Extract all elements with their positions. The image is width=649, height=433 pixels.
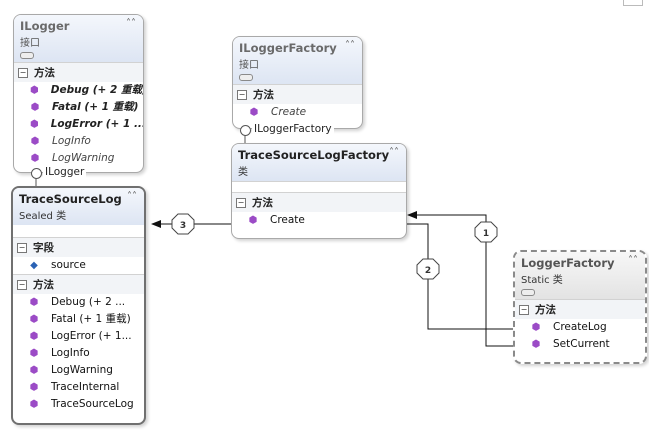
tracesourcelog-header: TraceSourceLog Sealed 类 ˄˄ bbox=[13, 188, 144, 225]
method-row[interactable]: ⬢LogInfo bbox=[29, 347, 90, 359]
loggerfactory-stereotype: Static 类 bbox=[521, 275, 563, 286]
private-method-icon: ⬢ bbox=[29, 382, 39, 393]
method-row[interactable]: ⬢TraceSourceLog bbox=[29, 398, 134, 410]
ilogger-stereotype: 接口 bbox=[20, 38, 40, 49]
ilogger-header: ILogger 接口 ˄˄ bbox=[14, 15, 143, 62]
tracesourcelog-title: TraceSourceLog bbox=[19, 192, 122, 206]
method-row[interactable]: ⬢TraceInternal bbox=[29, 381, 120, 393]
method-icon: ⬢ bbox=[30, 136, 40, 147]
method-icon: ⬢ bbox=[30, 85, 39, 96]
marker-1[interactable]: 1 bbox=[474, 221, 498, 243]
method-row[interactable]: ⬢Debug (+ 2 重载) bbox=[30, 84, 144, 96]
interface-glyph-icon bbox=[239, 74, 253, 81]
collapse-chevron-icon[interactable]: ˄˄ bbox=[628, 255, 638, 266]
svg-text:2: 2 bbox=[425, 266, 431, 276]
loggerfactory-header: LoggerFactory Static 类 ˄˄ bbox=[515, 252, 645, 299]
collapse-minus-icon[interactable]: − bbox=[17, 242, 27, 253]
method-row[interactable]: ⬢Fatal (+ 1 重载) bbox=[29, 313, 131, 325]
tracesourcelogfactory-header: TraceSourceLogFactory 类 ˄˄ bbox=[232, 144, 406, 181]
window-corner-button[interactable] bbox=[623, 0, 643, 6]
method-row[interactable]: ⬢CreateLog bbox=[531, 321, 607, 333]
collapse-minus-icon[interactable]: − bbox=[17, 279, 27, 290]
ilogger-title: ILogger bbox=[20, 19, 70, 33]
method-row[interactable]: ⬢Debug (+ 2 ... bbox=[29, 296, 126, 308]
marker-3[interactable]: 3 bbox=[171, 213, 195, 235]
tracesourcelog-methods-section[interactable]: −方法 bbox=[13, 274, 144, 294]
field-icon: ◆ bbox=[30, 260, 38, 271]
marker-2[interactable]: 2 bbox=[416, 258, 440, 280]
method-icon: ⬢ bbox=[29, 331, 39, 342]
tracesourcelogfactory-methods-section[interactable]: −方法 bbox=[232, 192, 406, 212]
iloggerfactory-stereotype: 接口 bbox=[239, 60, 259, 71]
iloggerfactory-title: ILoggerFactory bbox=[239, 41, 337, 55]
collapse-minus-icon[interactable]: − bbox=[236, 197, 246, 208]
method-icon: ⬢ bbox=[29, 365, 39, 376]
method-icon: ⬢ bbox=[30, 102, 40, 113]
loggerfactory-methods-section[interactable]: −方法 bbox=[515, 299, 645, 319]
method-row[interactable]: ⬢LogWarning bbox=[29, 364, 113, 376]
loggerfactory-box[interactable]: LoggerFactory Static 类 ˄˄ −方法 ⬢CreateLog… bbox=[513, 250, 647, 364]
method-icon: ⬢ bbox=[29, 399, 39, 410]
collapse-minus-icon[interactable]: − bbox=[237, 89, 247, 100]
method-row[interactable]: ⬢LogInfo bbox=[30, 135, 91, 147]
method-icon: ⬢ bbox=[29, 314, 39, 325]
svg-text:3: 3 bbox=[180, 221, 186, 231]
method-row[interactable]: ⬢Create bbox=[249, 106, 307, 118]
method-row[interactable]: ⬢SetCurrent bbox=[531, 338, 610, 350]
tracesourcelogfactory-stereotype: 类 bbox=[238, 167, 248, 178]
svg-text:1: 1 bbox=[483, 229, 489, 239]
collapse-chevron-icon[interactable]: ˄˄ bbox=[127, 191, 137, 202]
ilogger-lollipop-label: ILogger bbox=[43, 166, 87, 178]
iloggerfactory-lollipop-icon bbox=[240, 125, 251, 136]
static-glyph-icon bbox=[521, 289, 535, 296]
collapse-chevron-icon[interactable]: ˄˄ bbox=[126, 18, 136, 29]
tracesourcelog-stereotype: Sealed 类 bbox=[19, 211, 67, 222]
field-row[interactable]: ◆source bbox=[30, 259, 86, 271]
tracesourcelogfactory-title: TraceSourceLogFactory bbox=[238, 148, 390, 162]
method-row[interactable]: ⬢LogError (+ 1... bbox=[29, 330, 132, 342]
method-icon: ⬢ bbox=[30, 119, 39, 130]
collapse-minus-icon[interactable]: − bbox=[18, 67, 28, 78]
interface-glyph-icon bbox=[20, 52, 34, 59]
method-row[interactable]: ⬢Fatal (+ 1 重载) bbox=[30, 101, 139, 113]
ilogger-methods-section[interactable]: −方法 bbox=[14, 62, 143, 82]
method-icon: ⬢ bbox=[531, 339, 541, 350]
tracesourcelog-fields-section[interactable]: −字段 bbox=[13, 237, 144, 257]
collapse-chevron-icon[interactable]: ˄˄ bbox=[389, 147, 399, 158]
iloggerfactory-box[interactable]: ILoggerFactory 接口 ˄˄ −方法 ⬢Create bbox=[232, 36, 363, 129]
collapse-chevron-icon[interactable]: ˄˄ bbox=[345, 40, 355, 51]
ilogger-box[interactable]: ILogger 接口 ˄˄ −方法 ⬢Debug (+ 2 重载) ⬢Fatal… bbox=[13, 14, 144, 173]
tracesourcelog-box[interactable]: TraceSourceLog Sealed 类 ˄˄ −字段 ◆source −… bbox=[11, 186, 146, 425]
method-row[interactable]: ⬢LogError (+ 1 ... bbox=[30, 118, 144, 130]
collapse-minus-icon[interactable]: − bbox=[519, 304, 529, 315]
method-icon: ⬢ bbox=[248, 215, 258, 226]
method-row[interactable]: ⬢Create bbox=[248, 214, 305, 226]
method-icon: ⬢ bbox=[249, 107, 259, 118]
connector-setcurrent-to-factory bbox=[407, 211, 538, 347]
method-row[interactable]: ⬢LogWarning bbox=[30, 152, 115, 164]
iloggerfactory-methods-section[interactable]: −方法 bbox=[233, 84, 362, 104]
iloggerfactory-header: ILoggerFactory 接口 ˄˄ bbox=[233, 37, 362, 84]
ilogger-lollipop-icon bbox=[31, 168, 42, 179]
loggerfactory-title: LoggerFactory bbox=[521, 256, 615, 270]
tracesourcelogfactory-box[interactable]: TraceSourceLogFactory 类 ˄˄ −方法 ⬢Create bbox=[231, 143, 407, 239]
method-icon: ⬢ bbox=[531, 322, 541, 333]
method-icon: ⬢ bbox=[30, 153, 40, 164]
method-icon: ⬢ bbox=[29, 297, 39, 308]
iloggerfactory-lollipop-label: ILoggerFactory bbox=[252, 123, 334, 135]
method-icon: ⬢ bbox=[29, 348, 39, 359]
